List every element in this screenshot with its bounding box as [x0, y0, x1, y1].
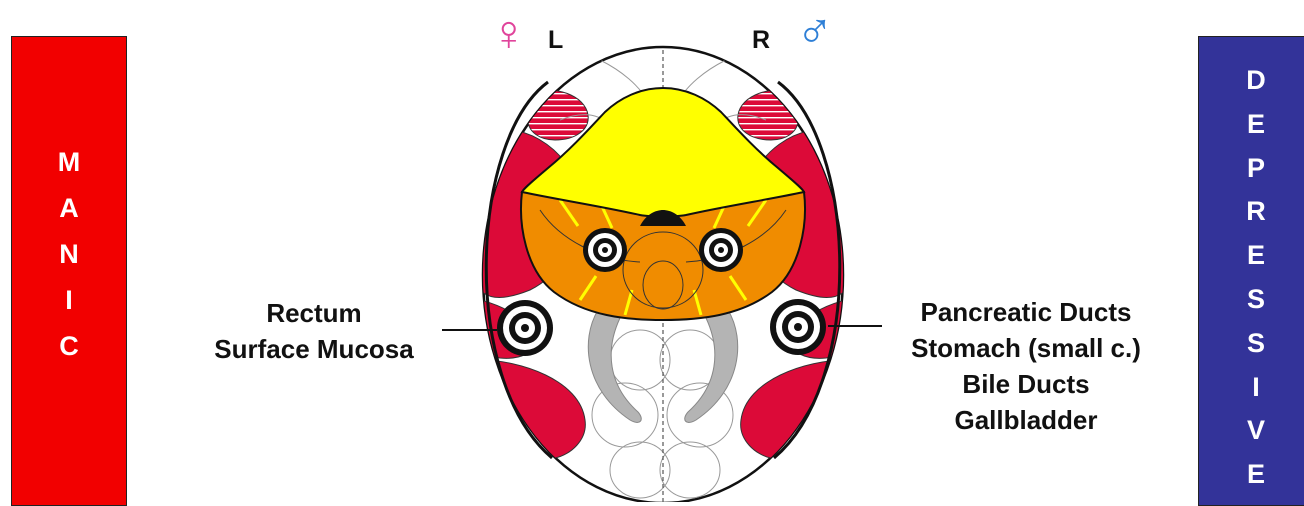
- label-line: Gallbladder: [880, 402, 1172, 438]
- label-line: Rectum: [196, 295, 432, 331]
- pancreatic-label-block: Pancreatic Ducts Stomach (small c.) Bile…: [880, 294, 1172, 438]
- label-line: Bile Ducts: [880, 366, 1172, 402]
- label-line: Surface Mucosa: [196, 331, 432, 367]
- label-line: Stomach (small c.): [880, 330, 1172, 366]
- target-icon: [770, 299, 826, 355]
- target-icon: [699, 228, 743, 272]
- rectum-label-block: Rectum Surface Mucosa: [196, 295, 432, 367]
- target-icon: [583, 228, 627, 272]
- label-line: Pancreatic Ducts: [880, 294, 1172, 330]
- target-icon: [497, 300, 553, 356]
